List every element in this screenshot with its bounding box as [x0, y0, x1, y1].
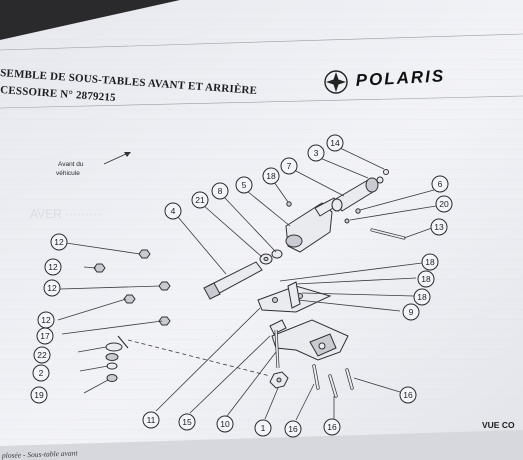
direction-label-line2: véhicule: [56, 170, 80, 177]
callout-12-c: 12: [43, 279, 61, 297]
view-label: VUE CO: [482, 420, 515, 430]
svg-text:12: 12: [48, 262, 58, 272]
callout-group: 14 3 7 18 5 8 21 6 20 13 4 12 12 12 12 1…: [30, 134, 453, 438]
svg-text:2: 2: [39, 368, 44, 378]
leader-lines: [57, 147, 437, 421]
callout-12-b: 12: [44, 258, 62, 276]
svg-text:18: 18: [425, 257, 435, 267]
svg-text:15: 15: [182, 417, 192, 427]
part-pin-long: [370, 228, 406, 240]
callout-7: 7: [280, 157, 298, 175]
callout-3: 3: [307, 144, 325, 162]
footer-caption: plosée - Sous-table avant: [1, 448, 79, 460]
svg-text:18: 18: [421, 274, 431, 284]
svg-text:10: 10: [220, 419, 230, 429]
callout-16-b: 16: [323, 418, 341, 436]
callout-21: 21: [191, 191, 209, 209]
callout-11: 11: [142, 411, 160, 429]
direction-arrow-icon: [103, 152, 131, 165]
header-rule-top: [0, 33, 523, 51]
svg-text:21: 21: [195, 195, 205, 205]
svg-text:7: 7: [287, 161, 292, 171]
callout-18-a: 18: [421, 253, 439, 271]
callout-16-a: 16: [284, 420, 302, 438]
svg-text:16: 16: [403, 390, 413, 400]
svg-text:14: 14: [330, 138, 340, 148]
svg-text:22: 22: [37, 350, 47, 360]
callout-9: 9: [402, 303, 420, 321]
callout-13: 13: [430, 218, 448, 236]
svg-text:12: 12: [41, 315, 51, 325]
svg-text:13: 13: [434, 222, 444, 232]
svg-text:18: 18: [266, 171, 276, 181]
part-nuts-left: [93, 249, 171, 326]
part-nut-lower: [269, 371, 289, 389]
part-bracket-lower: [271, 319, 349, 361]
callout-6: 6: [431, 175, 449, 193]
callout-2: 2: [32, 364, 50, 382]
part-pins-lower: [312, 364, 354, 398]
polaris-star-icon: [324, 70, 348, 94]
direction-label-line1: Avant du: [58, 161, 84, 168]
svg-text:11: 11: [147, 415, 156, 425]
callout-20: 20: [435, 195, 453, 213]
callout-18-c: 18: [413, 288, 431, 306]
svg-text:3: 3: [314, 148, 319, 158]
bleed-through-text: AVER ·········: [30, 207, 101, 221]
callout-10: 10: [216, 415, 234, 433]
svg-text:18: 18: [417, 292, 427, 302]
callout-17: 17: [36, 327, 54, 345]
callout-1: 1: [254, 419, 272, 437]
callout-4: 4: [164, 202, 182, 220]
callout-12-d: 12: [37, 311, 55, 329]
svg-text:9: 9: [409, 307, 414, 317]
svg-text:8: 8: [218, 186, 223, 196]
callout-22: 22: [33, 346, 51, 364]
svg-text:4: 4: [171, 206, 176, 216]
svg-text:16: 16: [288, 424, 298, 434]
callout-16-c: 16: [399, 386, 417, 404]
part-washers-mid: [259, 249, 283, 265]
svg-text:12: 12: [47, 283, 57, 293]
svg-text:17: 17: [40, 331, 50, 341]
part-bracket-lower-plate: [257, 281, 332, 313]
callout-5: 5: [235, 176, 253, 194]
dashed-alignment-line: [127, 339, 271, 377]
callout-15: 15: [178, 413, 196, 431]
svg-text:12: 12: [54, 237, 64, 247]
part-stud-bolt: [269, 319, 287, 369]
svg-text:6: 6: [438, 179, 443, 189]
svg-text:5: 5: [242, 180, 247, 190]
part-tube: [331, 177, 379, 212]
svg-text:19: 19: [34, 390, 44, 400]
callout-14: 14: [326, 134, 344, 152]
svg-text:20: 20: [439, 199, 449, 209]
svg-text:16: 16: [327, 422, 337, 432]
callout-19: 19: [30, 386, 48, 404]
callout-18-top: 18: [262, 167, 280, 185]
callout-18-b: 18: [417, 270, 435, 288]
part-shaft: [203, 261, 263, 300]
part-small-washers-top: [286, 169, 389, 224]
brand-logo: POLARIS: [355, 66, 445, 90]
svg-text:1: 1: [261, 423, 266, 433]
callout-12-a: 12: [50, 233, 68, 251]
callout-8: 8: [211, 182, 229, 200]
page-bottom-shadow: [0, 430, 523, 460]
header-rule-bottom: [0, 95, 523, 109]
